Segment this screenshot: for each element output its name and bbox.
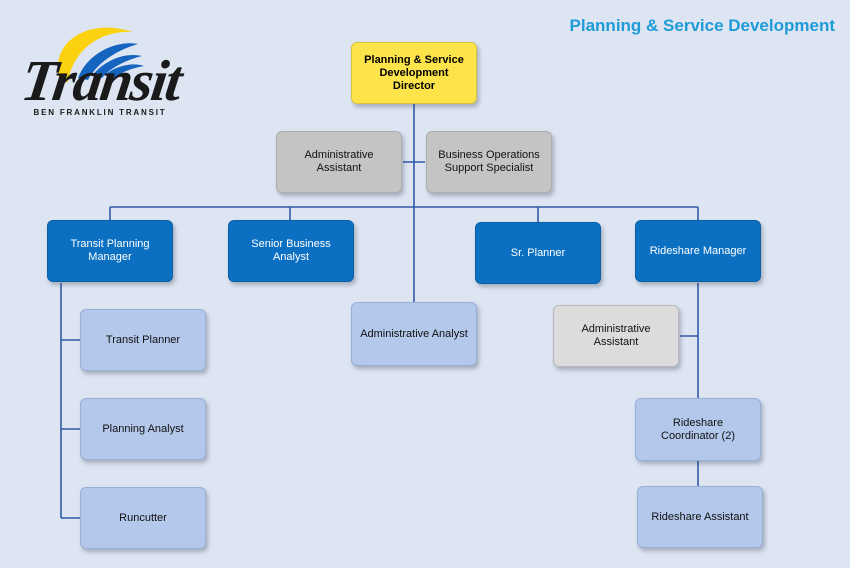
node-senior-business-analyst[interactable]: Senior Business Analyst — [228, 220, 354, 282]
node-label: Runcutter — [119, 511, 167, 524]
node-label: Senior Business Analyst — [251, 238, 331, 263]
node-rideshare-coordinator[interactable]: Rideshare Coordinator (2) — [635, 398, 761, 461]
node-label: Rideshare Coordinator (2) — [661, 416, 735, 442]
node-label: Rideshare Manager — [649, 244, 747, 257]
node-label: Sr. Planner — [510, 246, 566, 259]
ben-franklin-transit-logo: Transit BEN FRANKLIN TRANSIT — [8, 12, 185, 122]
node-transit-planner[interactable]: Transit Planner — [80, 309, 206, 371]
node-administrative-analyst[interactable]: Administrative Analyst — [351, 302, 477, 366]
node-transit-planning-manager[interactable]: Transit Planning Manager — [47, 220, 173, 282]
swoosh-icon — [57, 27, 144, 82]
node-sr-planner[interactable]: Sr. Planner — [475, 222, 601, 284]
node-label: Administrative Assistant — [304, 149, 374, 174]
node-administrative-assistant[interactable]: Administrative Assistant — [276, 131, 402, 193]
node-label: Rideshare Assistant — [651, 510, 749, 523]
node-rideshare-assistant[interactable]: Rideshare Assistant — [637, 486, 763, 548]
node-business-operations-support-specialist[interactable]: Business Operations Support Specialist — [426, 131, 552, 193]
node-runcutter[interactable]: Runcutter — [80, 487, 206, 549]
page-title: Planning & Service Development — [569, 16, 835, 35]
logo-subtitle: BEN FRANKLIN TRANSIT — [33, 108, 167, 117]
logo-wordmark: Transit — [17, 48, 185, 113]
node-rideshare-manager[interactable]: Rideshare Manager — [635, 220, 761, 282]
node-label: Planning Analyst — [102, 422, 184, 435]
node-label: Business Operations Support Specialist — [438, 149, 540, 174]
node-label: Planning & Service Development Director — [364, 53, 464, 92]
node-label: Administrative Assistant — [581, 323, 651, 348]
node-label: Transit Planning Manager — [70, 238, 150, 263]
node-planning-analyst[interactable]: Planning Analyst — [80, 398, 206, 460]
node-rideshare-administrative-assistant[interactable]: Administrative Assistant — [553, 305, 679, 367]
node-label: Administrative Analyst — [360, 327, 468, 340]
node-director[interactable]: Planning & Service Development Director — [351, 42, 477, 104]
node-label: Transit Planner — [105, 333, 181, 346]
